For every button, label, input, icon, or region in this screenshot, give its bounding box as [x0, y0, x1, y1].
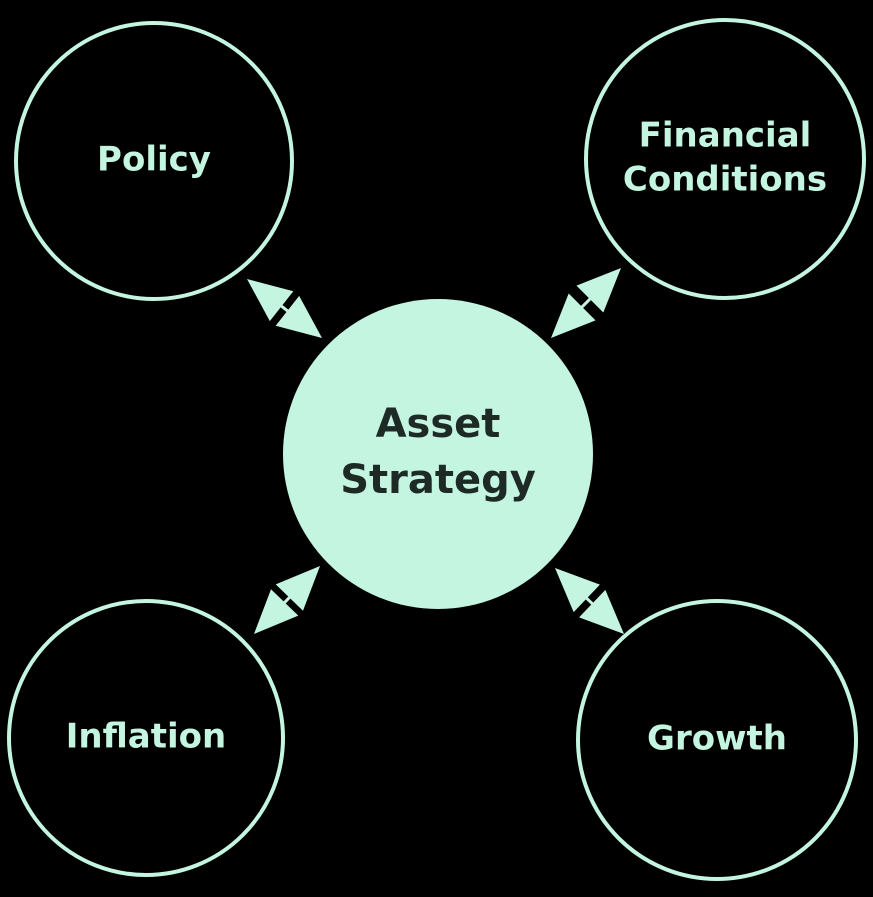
arrowhead-outer-end	[579, 589, 624, 634]
node-label-line-1: Inflation	[66, 717, 226, 757]
arrowhead-outer-end	[254, 589, 299, 634]
node-circle	[7, 599, 285, 877]
connector-policy	[247, 279, 322, 338]
connectors	[247, 268, 624, 634]
node-inflation: Inflation	[7, 599, 285, 877]
node-circle	[14, 21, 294, 301]
node-label-line-1: Growth	[647, 719, 787, 759]
connector-financial-conditions	[551, 268, 621, 338]
node-policy: Policy	[14, 21, 294, 301]
center-label-line-2: Strategy	[340, 457, 536, 503]
node-circle	[576, 599, 858, 881]
arrowhead-center-end	[555, 568, 600, 613]
node-circle	[584, 18, 866, 300]
connector-growth	[555, 568, 624, 634]
arrowhead-outer-end	[247, 279, 294, 322]
node-label-line-1: Financial	[639, 116, 812, 156]
connector-inflation	[254, 566, 320, 634]
center-circle	[283, 299, 593, 609]
arrowhead-outer-end	[576, 268, 621, 313]
center-label-line-1: Asset	[376, 401, 501, 447]
arrowhead-center-end	[275, 295, 322, 338]
arrowhead-center-end	[551, 293, 596, 338]
node-growth: Growth	[576, 599, 858, 881]
arrowhead-center-end	[275, 566, 320, 611]
node-label-line-2: Conditions	[623, 160, 827, 200]
node-label-line-1: Policy	[97, 140, 211, 180]
